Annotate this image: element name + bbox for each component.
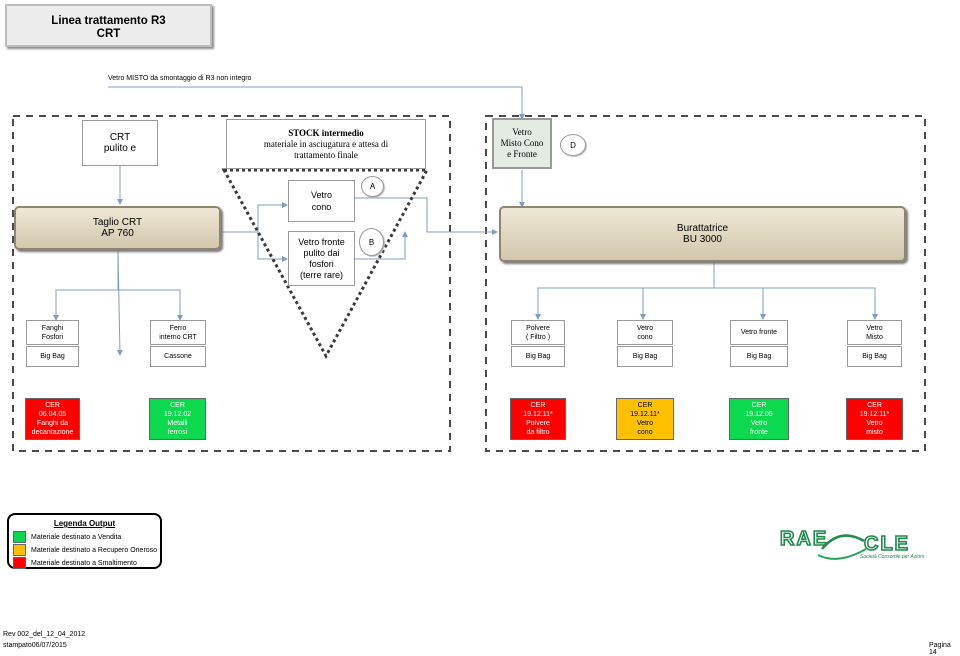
legend-swatch <box>13 557 26 569</box>
top-note: Vetro MISTO da smontaggio di R3 non inte… <box>108 75 252 82</box>
page-title: Linea trattamento R3 CRT <box>5 4 212 47</box>
raecycle-logo: RAE CLE Società Consortile per Azioni <box>779 527 925 560</box>
output-container: Big Bag <box>617 346 673 367</box>
output-name: Vetro fronte <box>730 320 788 345</box>
vetro-misto-box: Vetro Misto Cono e Fronte <box>492 118 552 169</box>
legend: Legenda Output Materiale destinato a Ven… <box>7 513 162 569</box>
connector-b-icon: B <box>359 228 384 256</box>
connector-d-icon: D <box>560 134 586 156</box>
output-container: Big Bag <box>511 346 565 367</box>
output-container: Big Bag <box>730 346 788 367</box>
svg-text:Società Consortile per Azioni: Società Consortile per Azioni <box>860 554 925 560</box>
legend-item: Materiale destinato a Smaltimento <box>13 557 137 569</box>
output-container: Big Bag <box>847 346 902 367</box>
output-name: Polvere( Filtro ) <box>511 320 565 345</box>
taglio-crt-machine: Taglio CRT AP 760 <box>14 206 221 250</box>
stock-intermedio-box: STOCK intermedio materiale in asciugatur… <box>226 119 426 169</box>
revision-text: Rev 002_del_12_04_2012 <box>3 631 86 638</box>
legend-swatch <box>13 544 26 556</box>
page-number: Pagina 14 <box>929 642 951 656</box>
print-date-text: stampato06/07/2015 <box>3 642 67 649</box>
output-container: Cassone <box>150 346 206 367</box>
connector-a-icon: A <box>361 176 384 197</box>
vetro-fronte-stock: Vetro fronte pulito dai fosfori (terre r… <box>288 231 355 286</box>
crt-pulito-box: CRT pulito e <box>82 120 158 166</box>
legend-swatch <box>13 531 26 543</box>
output-container: Big Bag <box>26 346 79 367</box>
svg-text:RAE: RAE <box>780 528 828 550</box>
legend-item: Materiale destinato a Vendita <box>13 531 121 543</box>
legend-title: Legenda Output <box>53 519 116 528</box>
svg-text:CLE: CLE <box>864 533 910 555</box>
burattatrice-machine: Burattatrice BU 3000 <box>499 206 906 262</box>
legend-item: Materiale destinato a Recupero Oneroso <box>13 544 157 556</box>
vetro-cono-stock: Vetro cono <box>288 180 355 222</box>
